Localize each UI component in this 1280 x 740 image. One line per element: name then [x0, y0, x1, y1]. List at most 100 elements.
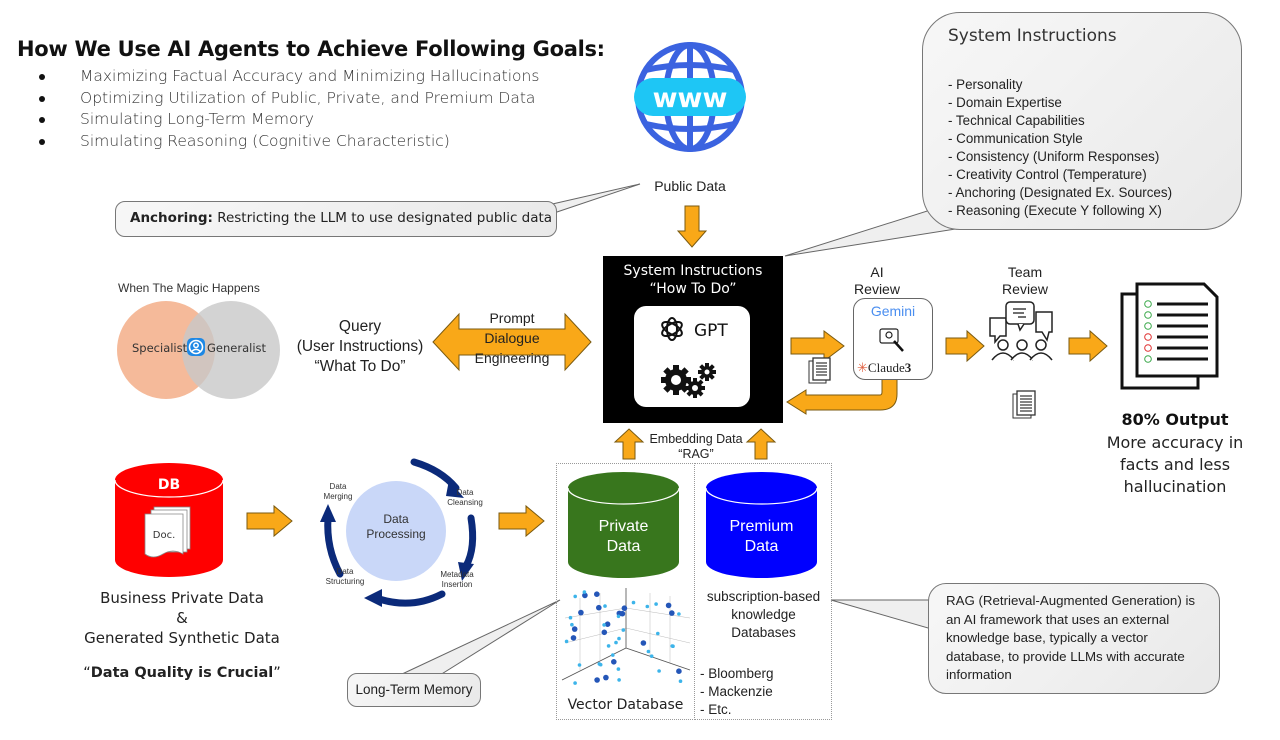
vector-point — [573, 594, 577, 599]
vector-point — [603, 604, 607, 608]
instruction-item: - Technical Capabilities — [948, 113, 1085, 128]
specialist-label: Specialist — [132, 341, 188, 355]
vector-point — [654, 602, 658, 606]
subscription-line1: subscription-based — [706, 589, 821, 604]
premium-storage-container — [694, 463, 832, 720]
team-document-icon — [1012, 390, 1036, 419]
step-line1: Data — [329, 482, 347, 491]
vector-point — [619, 610, 626, 617]
user-profile-icon — [187, 338, 205, 356]
vector-point — [606, 644, 611, 648]
long-term-memory-callout — [347, 673, 481, 707]
instruction-item: - Creativity Control (Temperature) — [948, 167, 1147, 182]
vector-point — [621, 628, 626, 632]
vector-point — [571, 626, 578, 632]
vector-point — [656, 631, 660, 636]
vector-point — [640, 640, 647, 646]
instruction-item: - Consistency (Uniform Responses) — [948, 149, 1160, 164]
check-pass-icon — [1144, 311, 1152, 319]
vector-point — [677, 612, 681, 616]
public-data-label: Public Data — [654, 178, 726, 194]
vector-point — [616, 614, 621, 619]
generalist-circle — [182, 301, 280, 399]
rag-callout — [928, 583, 1220, 694]
quote-open: “ — [83, 665, 91, 681]
rag-pointer — [830, 599, 936, 631]
core-title-line1: System Instructions — [623, 263, 763, 279]
vector-point — [578, 609, 584, 616]
arrow-right-to-ai-review-icon — [790, 330, 845, 362]
premium-source-item: - Bloomberg — [700, 666, 774, 681]
vector-point — [604, 621, 611, 627]
premium-source-item: - Mackenzie — [700, 684, 773, 699]
private-data-cylinder-icon — [567, 472, 680, 578]
output-desc-line3: hallucination — [1123, 477, 1227, 496]
subscription-description: subscription-based knowledge Databases — [695, 588, 832, 642]
vector-point — [570, 622, 574, 627]
processing-center-label: Data Processing — [358, 512, 434, 542]
data-processing-cycle — [320, 458, 477, 607]
private-storage-container — [556, 463, 695, 720]
query-what-to-do: “What To Do” — [314, 358, 406, 375]
private-line2: Data — [606, 538, 641, 555]
check-fail-icon — [1144, 344, 1152, 352]
gpt-label: GPT — [694, 321, 728, 341]
cycle-arrow-1 — [410, 458, 460, 492]
vector-point — [594, 591, 600, 597]
vector-point — [631, 600, 636, 605]
vector-point — [617, 636, 621, 641]
subscription-line3: Databases — [731, 625, 796, 640]
subscription-line2: knowledge — [731, 607, 796, 622]
step-line1: Data — [336, 567, 354, 576]
check-pass-icon — [1144, 300, 1152, 308]
premium-line2: Data — [744, 538, 779, 555]
step-line1: Metadata — [440, 570, 474, 579]
long-term-memory-text: Long-Term Memory — [355, 682, 473, 697]
instruction-item: - Anchoring (Designated Ex. Sources) — [948, 185, 1173, 200]
vector-point — [582, 592, 588, 599]
step-line1: Data — [456, 488, 474, 497]
vector-point — [645, 604, 650, 609]
vector-point — [573, 681, 577, 685]
globe-www-icon: www — [634, 42, 746, 152]
goals-list: Maximizing Factual Accuracy and Minimizi… — [37, 66, 539, 152]
instruction-item: - Domain Expertise — [948, 95, 1062, 110]
arrow-return-to-core-icon — [786, 378, 898, 415]
engineering-label: Engineering — [474, 350, 550, 366]
arrow-right-db-to-processing-icon — [246, 504, 293, 538]
ai-review-line1: AI — [870, 264, 884, 280]
arrow-right-processing-to-storage-icon — [498, 504, 545, 538]
anchoring-bold: Anchoring: — [130, 210, 213, 226]
vector-point — [665, 602, 672, 609]
doc-label: Doc. — [153, 530, 176, 541]
team-review-label: Team Review — [990, 264, 1060, 298]
ai-review-line2: Review — [854, 281, 900, 297]
rag-callout-text: RAG (Retrieval-Augmented Generation) is … — [946, 593, 1196, 682]
db-label: DB — [158, 477, 180, 493]
vector-database-label: Vector Database — [567, 697, 684, 713]
venn-diagram — [117, 301, 280, 399]
data-quality-bold: Data Quality is Crucial — [90, 665, 274, 681]
vector-database-plot-icon — [561, 588, 691, 685]
document-icon — [808, 357, 831, 384]
claude-logo: ✳Claude3 — [857, 360, 933, 376]
core-title-line2: “How To Do” — [649, 281, 737, 297]
vector-point — [669, 610, 675, 616]
step-line2: Cleansing — [447, 498, 483, 507]
vector-point — [614, 640, 618, 645]
arrow-right-to-team-review-icon — [945, 329, 985, 363]
private-line1: Private — [598, 518, 649, 535]
processing-line1: Data — [383, 512, 409, 526]
anchoring-callout — [115, 201, 557, 237]
vector-point — [670, 644, 674, 648]
db-caption-line3: Generated Synthetic Data — [84, 629, 280, 647]
gemini-logo: Gemini — [870, 303, 916, 319]
vector-point — [611, 659, 617, 665]
team-review-line1: Team — [1007, 264, 1043, 280]
system-instructions-callout-title: System Instructions — [948, 26, 1117, 46]
db-caption: Business Private Data & Generated Synthe… — [62, 588, 302, 648]
vector-point — [676, 668, 682, 674]
instruction-item: - Personality — [948, 77, 1023, 92]
